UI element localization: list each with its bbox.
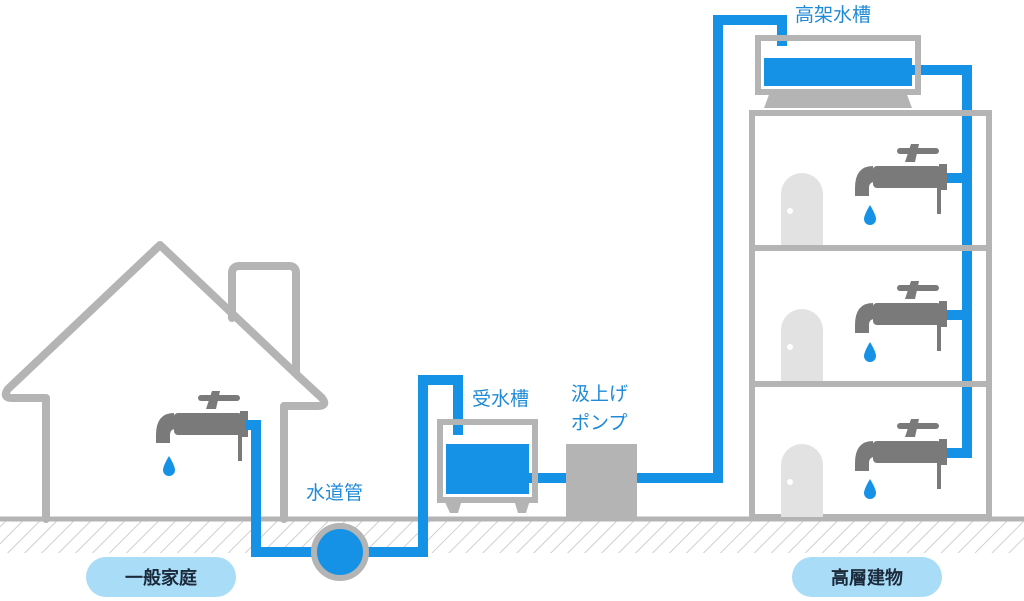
elevated-tank-water <box>764 58 912 86</box>
pump: 汲上げ ポンプ <box>566 383 637 517</box>
faucet-floor-3 <box>855 144 947 214</box>
house-caption-text: 一般家庭 <box>125 567 197 589</box>
water-drop-floor-1 <box>864 479 876 499</box>
elevated-tank: 高架水槽 <box>755 4 921 108</box>
door-floor-3 <box>781 173 823 245</box>
floor-3 <box>781 144 947 245</box>
elevated-tank-label: 高架水槽 <box>795 4 871 26</box>
building <box>749 110 992 520</box>
water-main-label: 水道管 <box>306 482 363 504</box>
door-knob-floor-1 <box>787 479 793 485</box>
door-knob-floor-2 <box>787 344 793 350</box>
door-floor-2 <box>781 309 823 381</box>
water-pipes <box>246 15 972 557</box>
house-caption: 一般家庭 <box>86 557 236 597</box>
water-drop-floor-3 <box>864 205 876 225</box>
pump-body <box>566 444 637 517</box>
ground <box>0 516 1024 553</box>
building-caption: 高層建物 <box>792 557 942 597</box>
water-drop-floor-2 <box>864 342 876 362</box>
door-floor-1 <box>781 444 823 517</box>
ground-hatching <box>0 521 1024 553</box>
building-caption-pill <box>792 557 942 597</box>
water-main: 水道管 <box>306 482 369 581</box>
faucet-floor-1 <box>855 419 947 489</box>
floor-2 <box>781 281 947 381</box>
house-service-pipe <box>246 420 314 557</box>
house-outline <box>1 241 329 523</box>
water-main-pipe <box>311 523 369 581</box>
receiving-tank-water <box>446 444 529 494</box>
receiving-tank-label: 受水槽 <box>472 388 529 410</box>
riser-pipe <box>528 15 787 483</box>
elevated-tank-stand <box>764 92 912 108</box>
building-down-pipe <box>912 65 972 458</box>
house <box>1 241 329 523</box>
house-water-drop <box>163 456 175 476</box>
elevated-tank-frame <box>755 35 921 95</box>
building-frame <box>749 110 992 520</box>
door-knob-floor-3 <box>787 208 793 214</box>
floor-1 <box>781 419 947 517</box>
pump-label-line1: 汲上げ <box>571 383 628 405</box>
house-caption-pill <box>86 557 236 597</box>
receiving-tank-frame <box>437 419 538 503</box>
tank-inlet-pipe <box>366 375 463 557</box>
pump-label-line2: ポンプ <box>571 412 627 434</box>
building-caption-text: 高層建物 <box>831 567 903 589</box>
house-faucet <box>156 391 248 461</box>
faucet-floor-2 <box>855 281 947 351</box>
receiving-tank: 受水槽 <box>437 388 538 513</box>
